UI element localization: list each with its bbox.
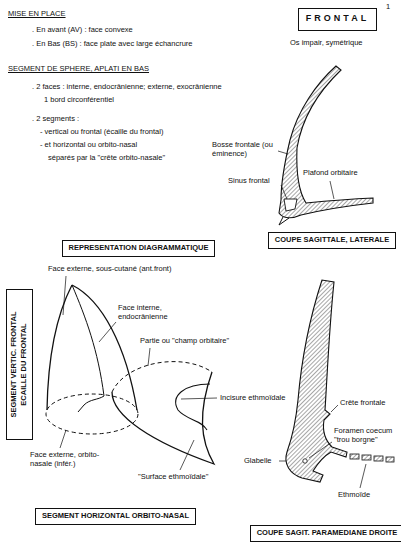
part-label: Partie ou "champ orbitaire" <box>140 336 229 345</box>
part-label: Plafond orbitaire <box>303 168 358 177</box>
part-label: Glabelle <box>244 456 272 465</box>
part-label: Ethmoïde <box>338 490 370 499</box>
box-text: SEGMENT HORIZONTAL ORBITO-NASAL <box>41 511 190 521</box>
note-line: - vertical ou frontal (écaille du fronta… <box>40 127 163 136</box>
frontal-sinus <box>284 199 297 211</box>
caption-box: COUPE SAGITTALE, LATERALE <box>268 232 396 249</box>
section-heading: MISE EN PLACE <box>8 9 66 18</box>
section-heading: SEGMENT DE SPHERE, APLATI EN BAS <box>8 64 149 73</box>
side-band: SEGMENT VERTIC. FRONTALECAILLE DU FRONTA… <box>6 289 33 440</box>
foramen-caecum <box>303 459 307 463</box>
part-label: Face externe, sous-cutané (ant.front) <box>48 264 171 273</box>
note-line: 1 bord circonférentiel <box>44 95 114 104</box>
box-text: REPRESENTATION DIAGRAMMATIQUE <box>68 243 209 253</box>
base-outline <box>46 394 138 434</box>
ethmoid-plate <box>362 455 371 460</box>
leader-line <box>330 181 334 199</box>
note-line: . 2 segments : <box>32 114 79 123</box>
leader-line <box>148 348 150 366</box>
leader-line <box>360 464 366 488</box>
inner-face-edge <box>72 285 104 396</box>
frontal-bone-section <box>286 280 347 482</box>
page-number: 1 <box>386 2 390 11</box>
frontal-bone-section <box>279 66 373 218</box>
box-text: COUPE SAGITTALE, LATERALE <box>274 235 390 245</box>
part-label: Face interne, endocrânienne <box>118 303 186 322</box>
anterior-edge <box>112 362 212 392</box>
outer-face-edge <box>47 285 72 410</box>
part-label: Crête frontale <box>340 398 385 407</box>
part-label: Bosse frontale (ou éminence) <box>212 140 276 159</box>
part-label: "Surface ethmoïdale" <box>138 472 208 481</box>
leader-line <box>180 440 194 470</box>
caption-box: SEGMENT HORIZONTAL ORBITO-NASAL <box>35 508 196 525</box>
segment-outline <box>112 372 214 464</box>
ethmoid-plate <box>386 457 394 462</box>
note-line: . En Bas (BS) : face plate avec large éc… <box>32 39 193 48</box>
subtitle: Os impair, symétrique <box>290 38 363 47</box>
note-line: . 2 faces : interne, endocrânienne; exte… <box>32 82 222 91</box>
ethmoid-notch <box>176 384 210 430</box>
crest-notch <box>78 396 104 412</box>
box-text: ECAILLE DU FRONTAL <box>19 295 29 434</box>
paramedian-section <box>279 280 394 488</box>
note-line: - et horizontal ou orbito-nasal <box>40 140 137 149</box>
note-line: séparés par la "crête orbito-nasale" <box>48 153 165 162</box>
part-label: Sinus frontal <box>228 176 270 185</box>
part-label: Foramen coecum "trou borgne" <box>334 426 398 445</box>
ethmoid-plate <box>374 456 383 461</box>
leader-line <box>278 151 288 154</box>
box-text: FRONTAL <box>305 13 370 25</box>
caption-box: REPRESENTATION DIAGRAMMATIQUE <box>62 240 215 257</box>
lateral-section <box>278 66 373 225</box>
box-text: SEGMENT VERTIC. FRONTAL <box>9 295 19 434</box>
leader-line <box>279 461 286 462</box>
caption-box: COUPE SAGIT. PARAMEDIANE DROITE <box>250 525 401 542</box>
box-text: COUPE SAGIT. PARAMEDIANE DROITE <box>256 528 398 538</box>
leader-line <box>60 430 66 448</box>
orbital-segment <box>112 348 217 470</box>
part-label: Face externe, orbito-nasale (infér.) <box>30 450 116 469</box>
part-label: Incisure ethmoïdale <box>220 393 285 402</box>
leader-line <box>63 276 66 315</box>
leader-line <box>99 322 116 342</box>
leader-line <box>309 442 332 458</box>
nasal-spine <box>279 217 289 225</box>
leader-line <box>181 398 217 399</box>
title-box: FRONTAL <box>298 8 377 31</box>
diagram-shell <box>46 276 138 448</box>
note-line: . En avant (AV) : face convexe <box>32 25 133 34</box>
leader-line <box>331 405 338 412</box>
leader-line <box>281 185 287 199</box>
ethmoid-plate <box>350 454 359 459</box>
